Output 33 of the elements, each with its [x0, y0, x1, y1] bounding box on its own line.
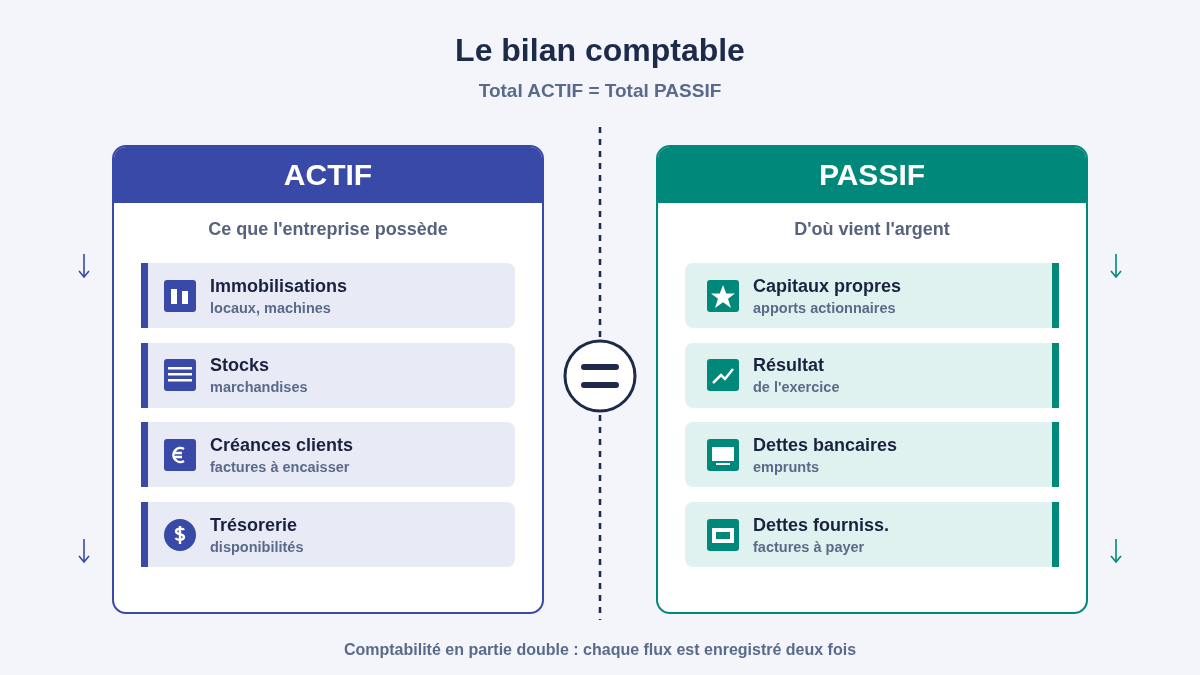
- item-description: marchandises: [210, 379, 308, 396]
- item-card: [685, 342, 1059, 408]
- item-title: Dettes bancaires: [753, 434, 898, 456]
- item-card: [141, 263, 515, 328]
- item-title: Créances clients: [210, 434, 354, 456]
- item-card: [685, 422, 1059, 488]
- panel: [656, 145, 1088, 614]
- item-title: Résultat: [753, 355, 825, 377]
- panel-subtitle: Ce que l'entreprise possède: [208, 219, 448, 240]
- item-card: [141, 502, 515, 568]
- panel: [112, 145, 544, 614]
- item-card: [141, 422, 515, 488]
- item-title: Trésorerie: [210, 514, 299, 536]
- panel-subtitle: D'où vient l'argent: [794, 219, 950, 240]
- panel-title: PASSIF: [818, 158, 926, 192]
- item-description: apports actionnaires: [753, 299, 897, 316]
- item-title: Stocks: [210, 355, 271, 377]
- item-title: Capitaux propres: [753, 275, 902, 297]
- item-title: Dettes fourniss.: [753, 514, 890, 536]
- item-card: [685, 502, 1059, 568]
- item-description: disponibilités: [210, 538, 304, 555]
- caption: Comptabilité en partie double : chaque flux est enregistré deux fois: [343, 641, 857, 659]
- item-title: Immobilisations: [210, 275, 348, 297]
- item-description: factures à payer: [753, 538, 866, 555]
- item-card: [141, 342, 515, 408]
- item-description: de l'exercice: [753, 379, 840, 396]
- subtitle: Total ACTIF = Total PASSIF: [478, 80, 722, 102]
- panel-title: ACTIF: [283, 158, 373, 192]
- item-card: [685, 263, 1059, 328]
- item-description: factures à encaisser: [210, 458, 351, 475]
- item-description: locaux, machines: [210, 299, 332, 316]
- item-description: emprunts: [753, 458, 821, 475]
- diagram-title: Le bilan comptable: [455, 32, 745, 69]
